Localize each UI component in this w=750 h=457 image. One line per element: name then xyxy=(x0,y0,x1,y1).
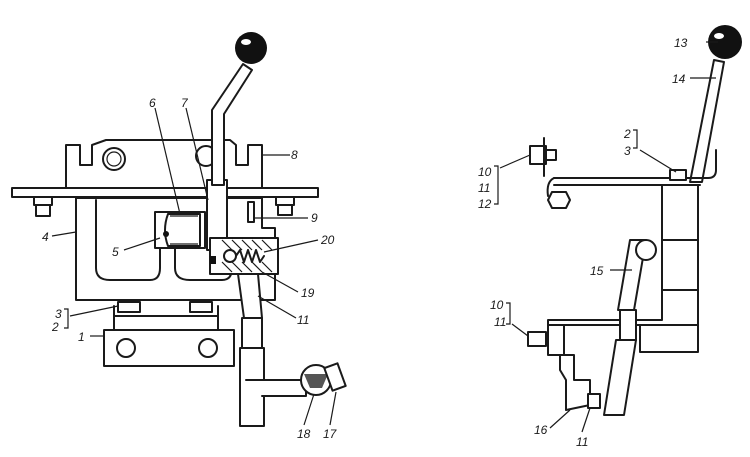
left-view: 1 2 3 4 5 6 7 8 9 20 19 11 18 17 xyxy=(11,32,347,441)
label-3: 3 xyxy=(55,307,62,321)
right-view: 13 14 2 3 10 11 12 15 10 11 16 11 xyxy=(478,25,742,449)
label-2: 2 xyxy=(51,320,59,334)
left-bolt-nut xyxy=(35,204,51,217)
label-19: 19 xyxy=(301,286,315,300)
label-15: 15 xyxy=(590,264,604,278)
bolt-lower xyxy=(527,331,547,347)
horizontal-tube xyxy=(553,149,717,179)
bracket-16 xyxy=(559,354,591,411)
lever-knob xyxy=(235,32,267,64)
label-11-lower: 11 xyxy=(494,315,506,329)
label-11: 11 xyxy=(297,313,309,327)
right-bolt-head xyxy=(275,196,295,206)
label-8: 8 xyxy=(291,148,298,162)
label-10-lower: 10 xyxy=(490,298,504,312)
label-4: 4 xyxy=(42,230,49,244)
label-11-bottom: 11 xyxy=(576,435,588,449)
label-18: 18 xyxy=(297,427,311,441)
label-3-right: 3 xyxy=(624,144,631,158)
label-2-right: 2 xyxy=(623,127,631,141)
label-11-upper: 11 xyxy=(478,181,490,195)
label-1: 1 xyxy=(78,330,85,344)
label-9: 9 xyxy=(311,211,318,225)
mounting-plate xyxy=(11,187,319,198)
left-bolt-head xyxy=(33,196,53,206)
label-16: 16 xyxy=(534,423,548,437)
label-14: 14 xyxy=(672,72,686,86)
label-6: 6 xyxy=(149,96,156,110)
label-17: 17 xyxy=(323,427,338,441)
gear-lever-side xyxy=(689,59,725,183)
detent-spring xyxy=(235,249,265,263)
label-7: 7 xyxy=(181,96,189,110)
upper-bolt-left xyxy=(102,147,126,171)
label-13: 13 xyxy=(674,36,688,50)
label-20: 20 xyxy=(320,233,335,247)
label-10-upper: 10 xyxy=(478,165,492,179)
label-5: 5 xyxy=(112,245,119,259)
right-bolt-nut xyxy=(277,204,293,216)
gear-lever xyxy=(211,63,253,186)
label-12: 12 xyxy=(478,197,492,211)
